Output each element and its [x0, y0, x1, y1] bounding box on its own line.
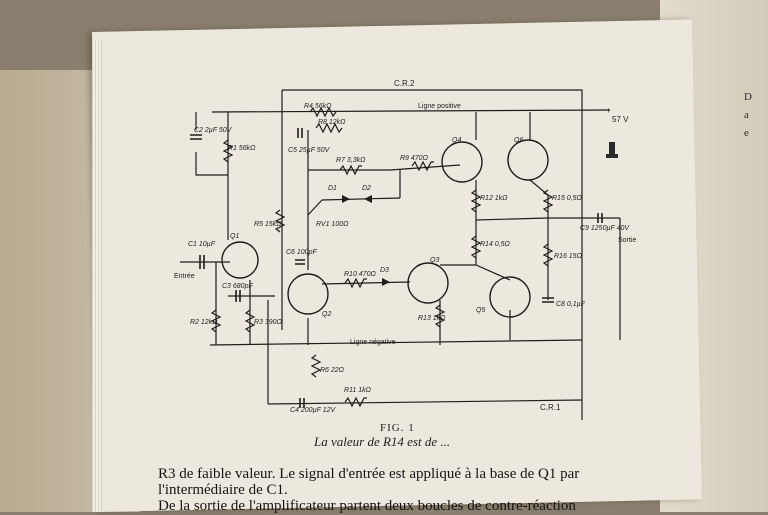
label-c5: C5 25µF 50V [288, 147, 331, 154]
label-plus: + [606, 106, 611, 115]
label-cr1: C.R.1 [540, 403, 561, 412]
label-d1: D1 [328, 185, 337, 192]
label-r14: R14 0,5Ω [480, 241, 511, 248]
right-page-text: D a e [744, 88, 752, 142]
label-entree: Entrée [174, 273, 195, 280]
transistor-q5 [489, 276, 531, 318]
label-r4: R4 56kΩ [304, 103, 332, 110]
right-page-line: e [744, 127, 749, 139]
label-c2: C2 2µF 50V [194, 127, 233, 134]
transistor-q3 [407, 262, 449, 304]
label-r11: R11 1kΩ [344, 387, 372, 394]
label-r2: R2 12kΩ [190, 319, 218, 326]
label-c1: C1 10µF [188, 241, 216, 248]
transistor-q4 [441, 141, 483, 183]
label-d2: D2 [362, 185, 371, 192]
label-r1: R1 56kΩ [228, 145, 256, 152]
label-r13: R13 1kΩ [418, 315, 446, 322]
label-r10: R10 470Ω [344, 271, 376, 278]
transistor-q6 [507, 139, 549, 181]
label-q2: Q2 [322, 311, 331, 318]
figure-caption: La valeur de R14 est de ... [314, 434, 451, 449]
label-57v: 57 V [612, 115, 629, 124]
right-page-line: D [744, 91, 752, 103]
body-line: l'intermédiaire de C1. [158, 482, 288, 498]
label-sortie: Sortie [618, 237, 636, 244]
transistor-q2 [287, 273, 329, 315]
label-ligne-negative: Ligne négative [350, 339, 396, 346]
label-cr2: C.R.2 [394, 79, 415, 88]
label-r6: R6 22Ω [320, 367, 345, 374]
page-edge [92, 40, 102, 512]
label-c8: C8 0,1µF [556, 301, 586, 308]
label-q6: Q6 [514, 137, 523, 144]
label-rv1: RV1 100Ω [316, 221, 349, 228]
terminal-icon [609, 142, 615, 154]
label-q5: Q5 [476, 307, 485, 314]
label-q1: Q1 [230, 233, 239, 240]
label-c6: C6 100pF [286, 249, 317, 256]
label-r15: R15 0,5Ω [552, 195, 583, 202]
label-c9: C9 1250µF 40V [580, 225, 630, 232]
label-r3: R3 390Ω [254, 319, 283, 326]
label-q3: Q3 [430, 257, 439, 264]
label-r7: R7 3,3kΩ [336, 157, 366, 164]
label-r9: R9 470Ω [400, 155, 429, 162]
label-d3: D3 [380, 267, 389, 274]
transistor-q1 [221, 241, 259, 279]
label-ligne-positive: Ligne positive [418, 103, 461, 110]
label-r8: R8 12kΩ [318, 119, 346, 126]
right-page-line: a [744, 109, 749, 121]
body-line: R3 de faible valeur. Le signal d'entrée … [158, 466, 580, 482]
label-r5: R5 15kΩ [254, 221, 282, 228]
terminal-base-icon [606, 154, 618, 158]
body-line: De la sortie de l'amplificateur partent … [158, 498, 576, 514]
label-c3: C3 680pF [222, 283, 253, 290]
figure-number: FIG. 1 [380, 422, 415, 434]
label-r12: R12 1kΩ [480, 195, 508, 202]
label-q4: Q4 [452, 137, 461, 144]
label-c4: C4 200µF 12V [290, 407, 336, 414]
label-r16: R16 15Ω [554, 253, 583, 260]
